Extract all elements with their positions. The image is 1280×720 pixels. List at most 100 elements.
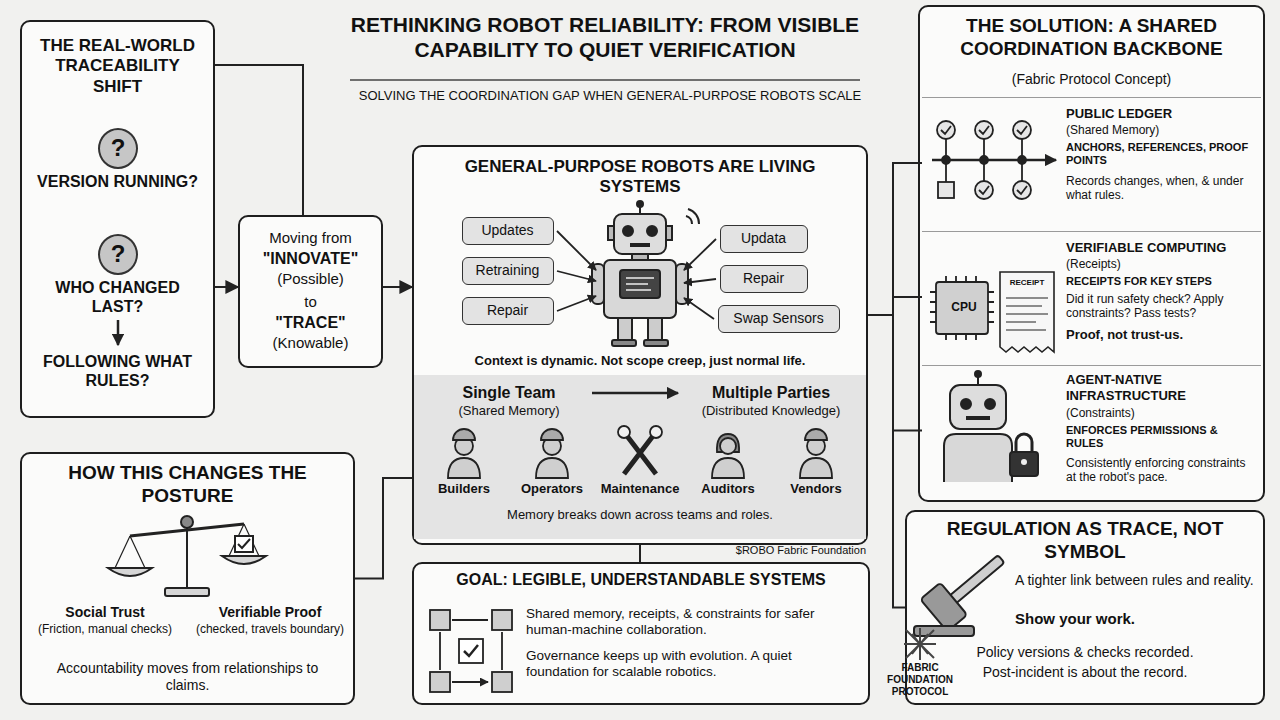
connector-line [215,286,238,288]
text-slot: (Shared Memory) [434,403,584,419]
node-heading: REGULATION AS TRACE, NOT SYMBOL [917,518,1253,564]
ledger-icon [1018,156,1026,164]
ledger-icon [975,181,993,199]
ledger-icon [1013,181,1031,199]
text-slot: Post-incident is about the record. [917,664,1253,681]
scales-icon [108,516,266,596]
text-slot: Maintenance [595,481,685,497]
ledger-icon [1021,139,1023,160]
node-text: Auditors [683,481,773,497]
node-heading: Moving from [246,229,375,247]
text-slot: Operators [507,481,597,497]
panel-box: Moving from"INNOVATE"(Possible)to"TRACE"… [238,215,383,368]
text-slot: Shared memory, receipts, & constraints f… [526,606,858,638]
node-text: RECEIPTS FOR KEY STEPS [1066,275,1256,288]
people-icons [720,438,736,454]
text-slot: (checked, travels boundary) [191,622,349,636]
cpu-icon [930,276,994,340]
text-slot: Social Trust [26,604,184,621]
robot-figure [592,264,604,304]
node-text: Operators [507,481,597,497]
robot-figure [608,226,614,240]
node-heading: Updata [723,230,804,247]
panel-box: GENERAL-PURPOSE ROBOTS ARE LIVING SYSTEM… [412,145,868,545]
robot-figure [620,270,660,298]
robot-figure [648,318,662,340]
node-heading: Repair [465,302,550,319]
team-arrow [592,392,678,395]
node-heading: GENERAL-PURPOSE ROBOTS ARE LIVING SYSTEM… [434,157,846,198]
people-icons [650,426,662,438]
connector-line [868,297,922,315]
change-tag: Swap Sensors [718,305,840,333]
connector-line [383,286,412,288]
goal-icon [430,672,450,692]
ledger-icon [975,121,993,139]
text-slot: AGENT-NATIVE INFRASTRUCTURE [1066,372,1256,403]
text-slot: Retraining [465,262,550,279]
node-text: WHO CHANGED LAST? [28,278,207,316]
text-slot: "INNOVATE" [246,249,375,268]
robot-figure [676,264,688,304]
goal-icon [430,610,450,630]
text-slot: Multiple Parties [686,383,856,402]
robot-figure [647,226,657,236]
text-slot: (Constraints) [1066,406,1256,420]
node-text: Consistently enforcing constraints at th… [1066,456,1256,485]
scales-icon [222,556,266,564]
node-heading: VERIFIABLE COMPUTING [1066,240,1256,256]
text-slot: ? [100,134,136,163]
text-slot: FOLLOWING WHAT RULES? [28,352,207,390]
people-icons [805,429,827,440]
node-text: (Knowable) [246,334,375,352]
node-text: Post-incident is about the record. [917,664,1253,681]
text-slot: Builders [419,481,509,497]
node-text: Multiple Parties [686,383,856,402]
text-slot: (Possible) [246,270,375,288]
node-text: (Friction, manual checks) [26,622,184,636]
goal-icon [492,610,512,630]
agent-robot-icon [1021,459,1027,465]
node-text: (checked, travels boundary) [191,622,349,636]
text-slot: Verifiable Proof [191,604,349,621]
receipt-icon [1000,272,1054,352]
scales-icon [235,536,253,552]
agent-robot-icon [966,416,990,420]
text-slot: (Knowable) [246,334,375,352]
text-slot: Updates [465,222,550,239]
people-icons [453,429,475,440]
node-text: ENFORCES PERMISSIONS & RULES [1066,424,1256,450]
robot-figure [626,283,648,285]
ledger-icon [979,186,1027,194]
team-arrow [592,392,678,395]
node-text: (Possible) [246,270,375,288]
text-slot: Repair [723,270,804,287]
note-label: CPU [944,300,984,314]
node-text: Shared memory, receipts, & constraints f… [526,606,858,638]
people-icons [448,426,832,478]
gavel-icon [914,626,974,636]
text-slot: Repair [465,302,550,319]
connector-line [355,478,412,579]
down-arrow [117,320,120,345]
change-tag: Updates [462,217,554,245]
people-icons [717,434,739,452]
node-heading: Updates [465,222,550,239]
people-icons [543,437,561,455]
text-slot: VERIFIABLE COMPUTING [1066,240,1256,256]
node-text: Vendors [771,481,861,497]
logo-icon [904,628,936,660]
node-text: (Constraints) [1066,406,1256,420]
change-tag: Updata [720,225,808,253]
cpu-icon [936,282,988,334]
note-label: $ROBO Fabric Foundation [730,544,866,557]
goal-icon [492,672,512,692]
cpu-icon [930,276,994,340]
agent-robot-icon [1016,434,1032,452]
panel-box: REGULATION AS TRACE, NOT SYMBOLA tighter… [905,510,1265,705]
ledger-icon [932,121,1056,199]
node-text: to [246,293,375,311]
node-text: (Distributed Knowledge) [686,403,856,419]
text-slot: CPU [944,300,984,314]
scales-icon [108,568,152,576]
